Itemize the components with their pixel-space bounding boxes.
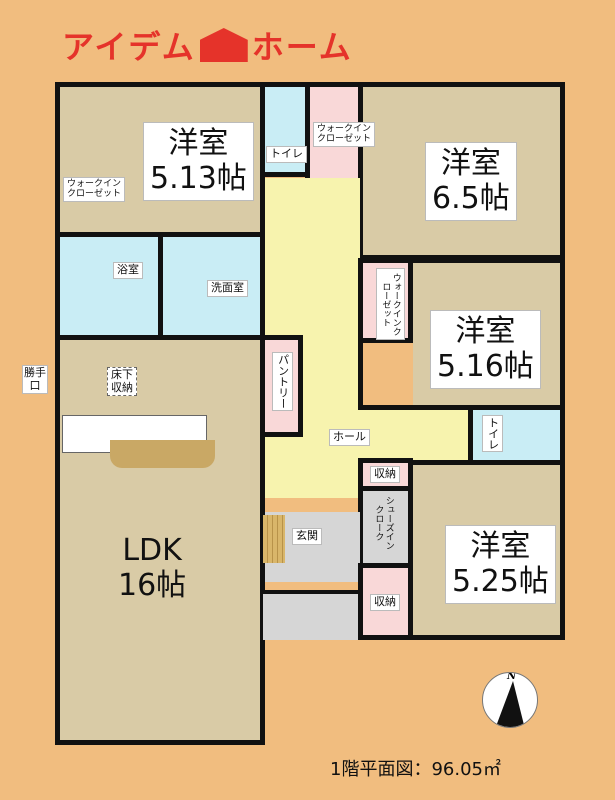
- toilet-top: [260, 82, 310, 177]
- label-wic-left: ウォークイン クローゼット: [63, 177, 126, 202]
- label-hall: ホール: [329, 429, 370, 446]
- kitchen-island: [110, 440, 215, 468]
- service-door[interactable]: 勝手口: [22, 365, 48, 395]
- house-logo-icon: [199, 28, 248, 62]
- brand-logo: アイデム ホーム: [62, 22, 353, 68]
- label-toilet-top: トイレ: [266, 146, 307, 163]
- label-underfloor-storage: 床下 収納: [107, 367, 137, 397]
- label-entrance: 玄関: [292, 528, 322, 545]
- label-washroom: 洗面室: [207, 280, 248, 297]
- label-bath: 浴室: [113, 262, 143, 279]
- compass-icon: N: [482, 672, 538, 728]
- label-wic-mid: ウォークインクローゼット: [376, 268, 405, 340]
- brand-right: ホーム: [251, 28, 353, 66]
- entrance-step: [263, 515, 285, 563]
- room-ldk: [55, 335, 265, 745]
- floor-area-caption: 1階平面図：96.05㎡: [330, 759, 501, 780]
- label-toilet-right: トイレ: [482, 415, 503, 452]
- label-storage-bottom: 収納: [370, 594, 400, 611]
- porch: [263, 590, 358, 640]
- label-shoe-closet: シューズイン クローク: [373, 496, 394, 550]
- label-storage-top: 収納: [370, 466, 400, 483]
- compass-north-label: N: [507, 672, 517, 682]
- bathroom: [55, 232, 163, 340]
- label-wic-top: ウォークイン クローゼット: [313, 122, 376, 147]
- brand-left: アイデム: [62, 28, 196, 66]
- label-pantry: パントリー: [272, 352, 293, 411]
- room-western-516-wall: [358, 258, 565, 410]
